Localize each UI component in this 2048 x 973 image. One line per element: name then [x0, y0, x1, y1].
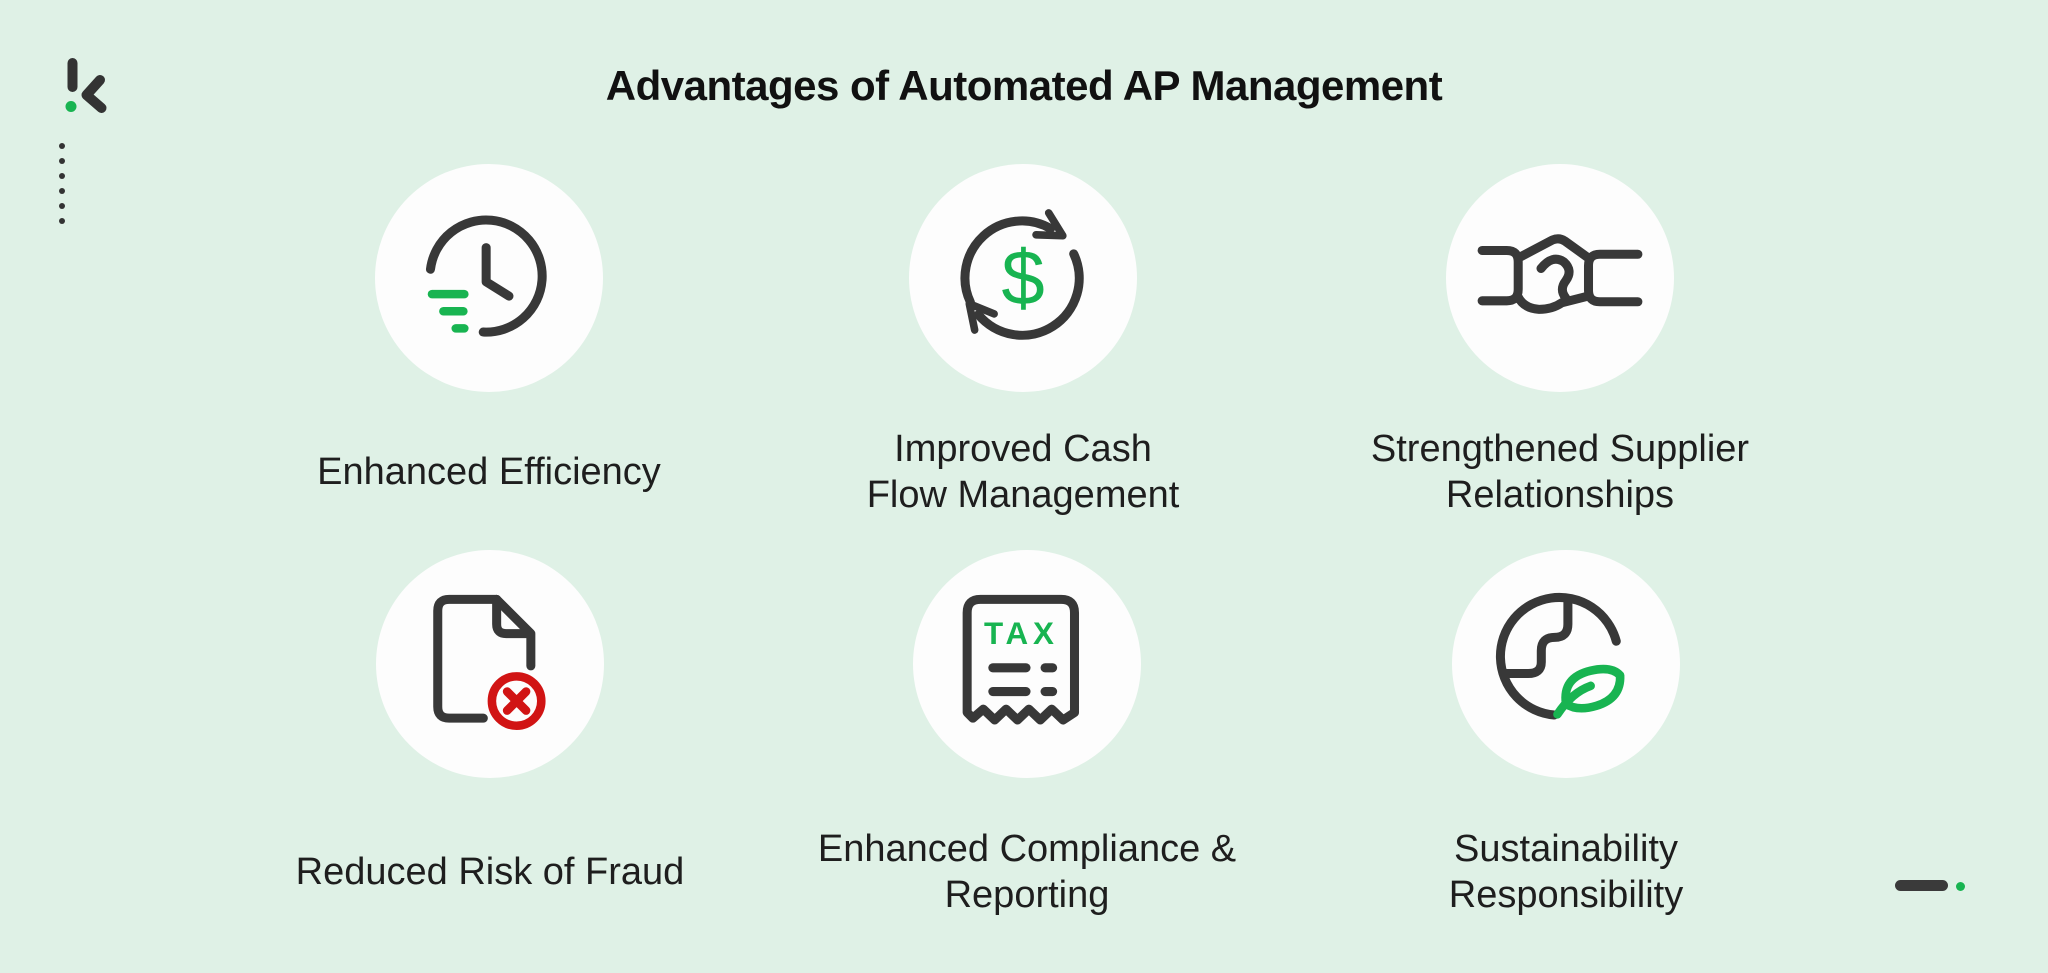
- label-line: Reduced Risk of Fraud: [295, 851, 685, 893]
- cash-cycle-icon: $: [960, 209, 1084, 340]
- page-title: Advantages of Automated AP Management: [605, 62, 1443, 109]
- card-circle-compliance: TAX: [913, 550, 1141, 778]
- dollar-glyph: $: [1001, 234, 1044, 322]
- label-line: Improved Cash: [894, 428, 1152, 470]
- card-label-compliance: Enhanced Compliance & Reporting: [717, 812, 1337, 932]
- label-line: Reporting: [944, 874, 1110, 916]
- fast-clock-icon: [425, 215, 547, 337]
- card-label-fraud: Reduced Risk of Fraud: [180, 812, 800, 932]
- card-label-sustainability: Sustainability Responsibility: [1256, 812, 1876, 932]
- card-label-supplier: Strengthened Supplier Relationships: [1250, 412, 1870, 532]
- footer-dash: [1895, 880, 1948, 891]
- label-line: Relationships: [1445, 474, 1675, 516]
- card-circle-fraud: [376, 550, 604, 778]
- vertical-dotted-line: [59, 143, 65, 224]
- k-mark-logo: [65, 58, 107, 113]
- tax-receipt-icon: TAX: [962, 594, 1080, 725]
- label-line: Sustainability: [1454, 828, 1678, 870]
- card-label-cashflow: Improved Cash Flow Management: [713, 412, 1333, 532]
- card-circle-supplier: [1446, 164, 1674, 392]
- label-line: Enhanced Compliance &: [817, 828, 1237, 870]
- document-error-icon: [433, 594, 546, 731]
- label-line: Enhanced Efficiency: [317, 451, 661, 493]
- card-circle-sustainability: [1452, 550, 1680, 778]
- globe-leaf-icon: [1495, 592, 1625, 720]
- label-line: Responsibility: [1448, 874, 1684, 916]
- footer-green-dot: [1956, 882, 1965, 891]
- card-circle-cashflow: $: [909, 164, 1137, 392]
- handshake-icon: [1477, 234, 1643, 314]
- card-label-efficiency: Enhanced Efficiency: [179, 412, 799, 532]
- label-line: Strengthened Supplier: [1370, 428, 1750, 470]
- card-circle-efficiency: [375, 164, 603, 392]
- label-line: Flow Management: [866, 474, 1180, 516]
- tax-glyph: TAX: [984, 616, 1059, 651]
